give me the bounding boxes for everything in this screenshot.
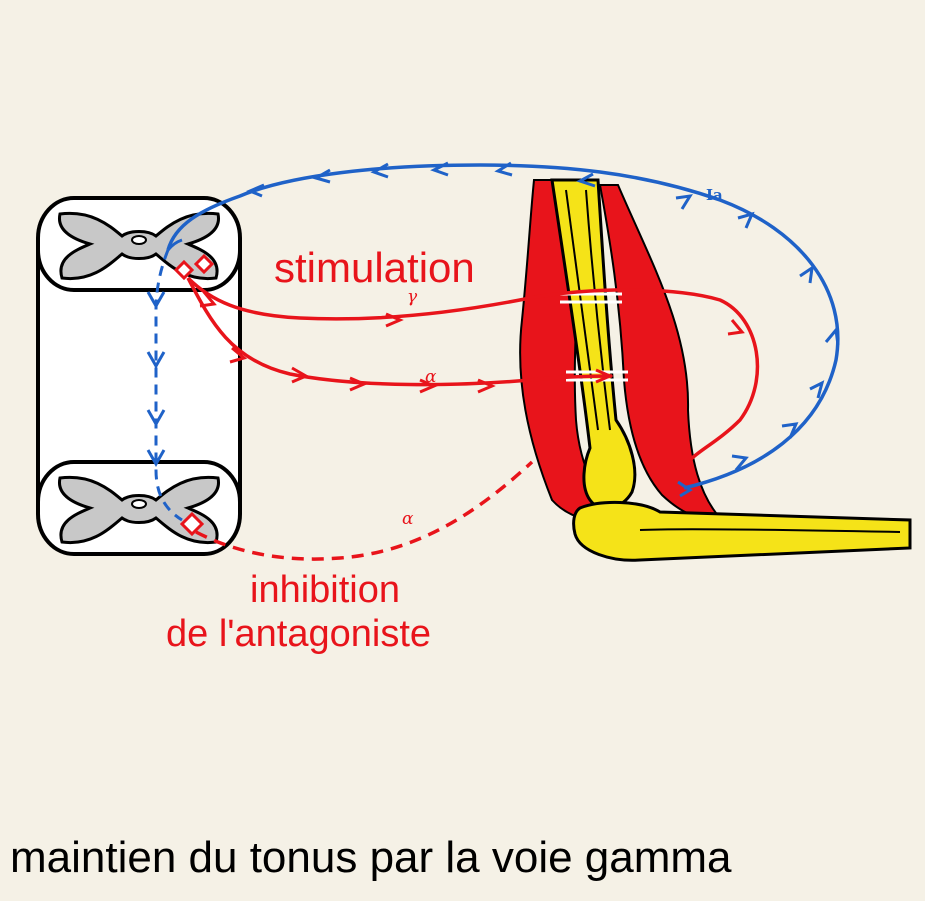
ia-ending <box>677 480 693 498</box>
synapse-icon <box>193 253 215 275</box>
alpha-efferent <box>186 277 614 394</box>
central-canal-bottom <box>131 499 147 509</box>
alpha-path <box>186 277 613 387</box>
gamma-path <box>186 276 760 462</box>
label-inhibition: inhibition <box>250 569 400 611</box>
arrow-icon <box>809 380 825 399</box>
humerus-marrow-line <box>565 189 599 431</box>
arrow-icon <box>370 162 389 179</box>
arrow-icon <box>430 161 449 177</box>
arrow-icon <box>799 264 814 284</box>
synapse-icon <box>179 511 205 537</box>
forearm-inner-line <box>639 528 901 533</box>
arrow-icon <box>246 183 265 198</box>
label-alpha-stim: α <box>425 367 437 387</box>
arrow-icon <box>419 378 438 394</box>
synapses <box>173 253 215 537</box>
arrow-icon <box>146 449 166 468</box>
label-alpha-inhib: α <box>402 509 414 529</box>
label-antagoniste: de l'antagoniste <box>166 613 431 655</box>
arrow-icon <box>595 368 614 384</box>
label-gamma: γ <box>407 287 418 307</box>
arrow-icon <box>727 319 745 336</box>
ia-afferent <box>146 161 840 522</box>
alpha-arrows <box>229 346 614 394</box>
arrow-icon <box>675 194 693 210</box>
arrow-icon <box>146 291 166 310</box>
arrow-icon <box>349 376 368 392</box>
ia-arrows <box>146 161 840 471</box>
arrow-icon <box>229 346 248 364</box>
arm <box>519 178 912 562</box>
ia-afferent-path <box>166 163 840 490</box>
label-stimulation: stimulation <box>274 244 475 291</box>
arrow-icon <box>737 211 755 229</box>
central-canal-top <box>131 235 147 245</box>
arrow-icon <box>291 366 310 384</box>
synapse-icon <box>173 259 195 281</box>
humerus-marrow-line-2 <box>585 189 611 431</box>
forearm-bone <box>572 500 912 562</box>
arrow-icon <box>731 454 749 471</box>
arrow-icon <box>477 378 496 394</box>
alpha-inhibition-dashed <box>195 460 534 561</box>
arrow-icon <box>146 409 166 428</box>
arrow-icon <box>576 172 596 188</box>
arrow-icon <box>146 351 166 370</box>
arrow-icon <box>781 422 799 439</box>
label-ia: Ia <box>706 186 723 204</box>
arrow-icon <box>385 312 404 328</box>
ia-descending-dashed <box>154 249 183 522</box>
spinal-cord <box>36 196 242 556</box>
ia-branch-top <box>166 238 183 251</box>
arrow-icon <box>312 168 331 184</box>
caption: maintien du tonus par la voie gamma <box>10 833 732 882</box>
arrow-icon <box>494 161 513 177</box>
arrow-icon <box>824 326 840 346</box>
